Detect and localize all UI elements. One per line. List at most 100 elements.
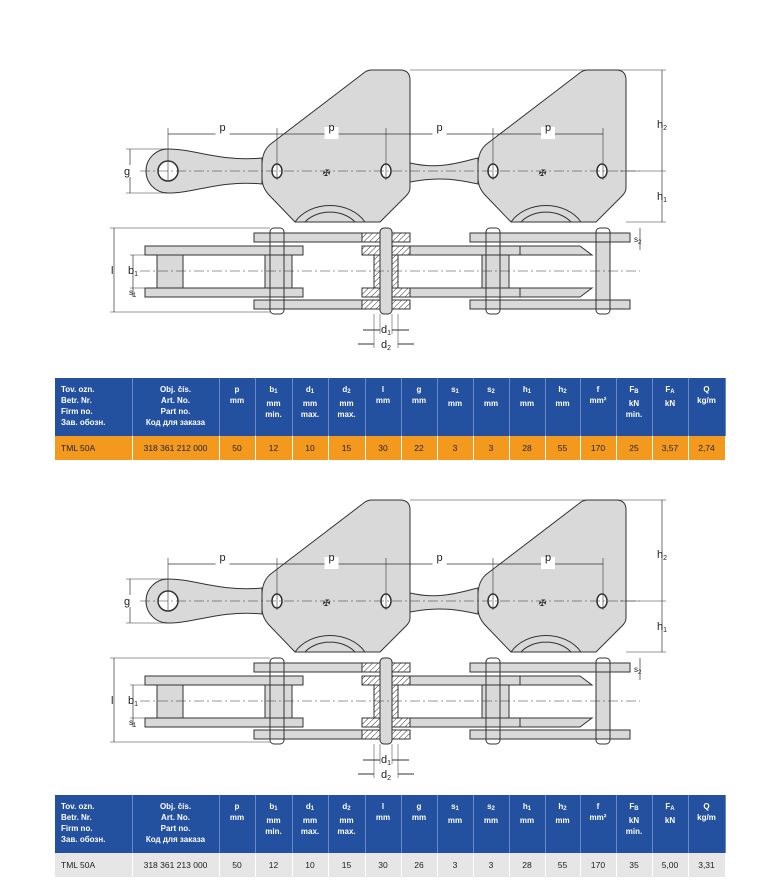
- manufacturer-mark: ✠: [538, 168, 547, 178]
- table-cell: 15: [328, 436, 366, 460]
- dim-label-d1: d1: [381, 754, 391, 767]
- table-cell: TML 50A: [55, 853, 133, 877]
- side-view: l b1 s1 s2 d1 d2: [110, 227, 642, 352]
- table-cell: 10: [292, 436, 329, 460]
- table-cell: 170: [580, 853, 617, 877]
- table-cell: 12: [255, 853, 293, 877]
- dim-label-s2: s2: [634, 235, 642, 246]
- dim-label-p: p: [329, 122, 335, 134]
- dim-label-g: g: [124, 596, 130, 608]
- dim-label-h2: h2: [657, 119, 667, 132]
- dim-label-s1: s1: [129, 288, 137, 299]
- table-cell: 30: [365, 853, 402, 877]
- bushing: [264, 254, 293, 289]
- header-part-no: Obj. čís.Art. No.Part no.Код для заказа: [132, 795, 220, 853]
- table-cell: 28: [509, 853, 546, 877]
- table-cell: 50: [219, 436, 256, 460]
- dim-label-h1: h1: [657, 191, 667, 204]
- table-cell: 3: [473, 853, 510, 877]
- table-cell: 55: [545, 853, 581, 877]
- dim-label-h1: h1: [657, 621, 667, 634]
- header-firm-no: Tov. ozn.Betr. Nr.Firm no.Зав. обозн.: [55, 378, 133, 436]
- dim-label-l: l: [111, 695, 113, 707]
- dim-label-p: p: [545, 552, 551, 564]
- dim-label-g: g: [124, 166, 130, 178]
- chain-drawing-top: ✠ ✠ p p p p g h2 h1 l b1 s1 s2 d1 d2: [110, 69, 667, 352]
- table-cell: 5,00: [652, 853, 689, 877]
- table-header-row: Tov. ozn.Betr. Nr.Firm no.Зав. обозн.Obj…: [55, 378, 726, 436]
- table-cell: 50: [219, 853, 256, 877]
- dim-label-b1: b1: [128, 265, 138, 278]
- table-cell: 22: [401, 436, 438, 460]
- table-cell: 26: [401, 853, 438, 877]
- table-cell: 318 361 213 000: [132, 853, 220, 877]
- table-cell: 10: [292, 853, 329, 877]
- table-cell: 12: [255, 436, 293, 460]
- table-cell: 25: [616, 436, 653, 460]
- dim-label-b1: b1: [128, 695, 138, 708]
- bushing: [264, 684, 293, 719]
- table-cell: 2,74: [688, 436, 726, 460]
- dim-label-p: p: [329, 552, 335, 564]
- dim-label-p: p: [437, 552, 443, 564]
- table-header-row: Tov. ozn.Betr. Nr.Firm no.Зав. обозн.Obj…: [55, 795, 726, 853]
- bushing: [156, 684, 184, 719]
- table-cell: 3,31: [688, 853, 726, 877]
- spec-table-1: Tov. ozn.Betr. Nr.Firm no.Зав. обозн.Obj…: [55, 378, 726, 460]
- dim-label-p: p: [220, 122, 226, 134]
- dim-label-p: p: [437, 122, 443, 134]
- header-firm-no: Tov. ozn.Betr. Nr.Firm no.Зав. обозн.: [55, 795, 133, 853]
- manufacturer-mark: ✠: [538, 598, 547, 608]
- dim-label-s2: s2: [634, 665, 642, 676]
- table-cell: 3: [437, 853, 474, 877]
- dim-label-d1: d1: [381, 324, 391, 337]
- table-cell: 3,57: [652, 436, 689, 460]
- link-neck: [409, 157, 479, 185]
- link-neck: [409, 587, 479, 615]
- manufacturer-mark: ✠: [322, 598, 331, 608]
- table-cell: 28: [509, 436, 546, 460]
- dim-label-p: p: [545, 122, 551, 134]
- spec-table-2: Tov. ozn.Betr. Nr.Firm no.Зав. обозн.Obj…: [55, 795, 726, 877]
- dim-label-d2: d2: [381, 339, 391, 352]
- attachment-plate: ✠: [477, 69, 627, 223]
- dim-label-p: p: [220, 552, 226, 564]
- dim-label-l: l: [111, 265, 113, 277]
- attachment-plate: ✠: [477, 499, 627, 653]
- manufacturer-mark: ✠: [322, 168, 331, 178]
- header-part-no: Obj. čís.Art. No.Part no.Код для заказа: [132, 378, 220, 436]
- attachment-plate: ✠: [261, 69, 411, 223]
- table-cell: 30: [365, 436, 402, 460]
- dim-label-d2: d2: [381, 769, 391, 782]
- table-cell: TML 50A: [55, 436, 133, 460]
- table-cell: 3: [473, 436, 510, 460]
- table-cell: 35: [616, 853, 653, 877]
